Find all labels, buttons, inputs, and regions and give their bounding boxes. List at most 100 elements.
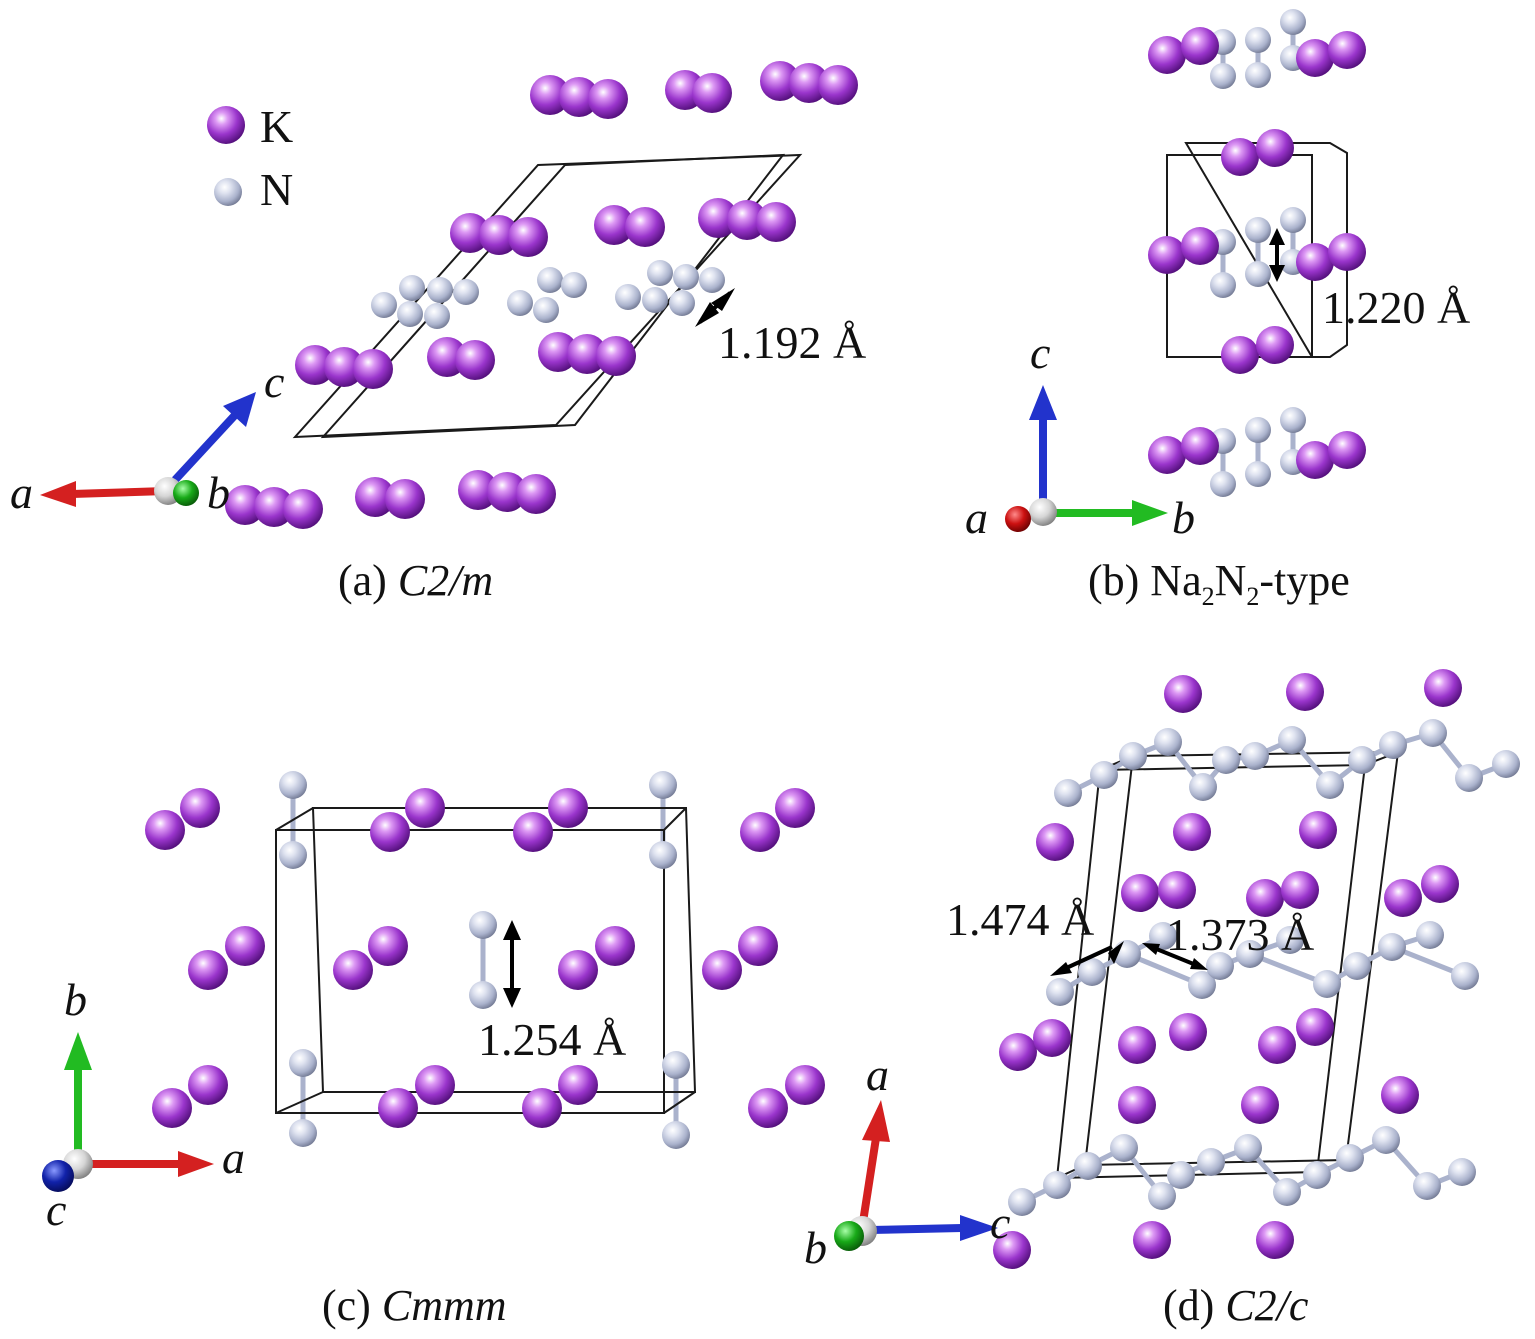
- panel-a-axis-a-head: [40, 481, 76, 507]
- n-atom: [1455, 764, 1483, 792]
- panel-d-arrowhead-2b: [1190, 958, 1208, 970]
- panel-c-unit-cell-edge-4: [663, 1091, 696, 1114]
- k-atom: [458, 470, 498, 510]
- k-atom: [1148, 236, 1186, 274]
- panel-d-caption-prefix: (d): [1163, 1281, 1225, 1330]
- k-atom: [180, 788, 220, 828]
- k-atom: [760, 61, 800, 101]
- k-atom: [727, 200, 767, 240]
- n-atom: [1148, 1182, 1176, 1210]
- k-atom: [530, 75, 570, 115]
- n-atom: [397, 301, 423, 327]
- panel-c-axis-c-label: c: [46, 1184, 66, 1235]
- k-atom: [1384, 879, 1422, 917]
- panel-c-unit-cell-edge-2: [663, 807, 687, 831]
- panel-b-axis-b-label: b: [1172, 492, 1195, 543]
- n-atom: [1343, 952, 1371, 980]
- k-atom: [479, 215, 519, 255]
- k-atom: [993, 1231, 1031, 1269]
- n-atom: [1336, 1144, 1364, 1172]
- n-atom: [1197, 1148, 1225, 1176]
- k-atom: [1328, 31, 1366, 69]
- k-atom: [1328, 431, 1366, 469]
- k-atom: [1158, 871, 1196, 909]
- panel-a-axis-a-arrow: [71, 487, 167, 498]
- k-atom: [283, 489, 323, 529]
- n-atom: [1054, 779, 1082, 807]
- k-atom: [152, 1088, 192, 1128]
- panel-d-arrowhead-2a: [1142, 943, 1160, 955]
- k-atom: [1299, 811, 1337, 849]
- k-atom: [355, 477, 395, 517]
- n-atom: [1110, 1134, 1138, 1162]
- panel-c-caption-prefix: (c): [322, 1281, 382, 1330]
- n-atom: [1210, 63, 1236, 89]
- k-atom: [748, 1088, 788, 1128]
- panel-c: 1.254 Å b a c (c) Cmmm: [42, 771, 825, 1330]
- n-atom: [279, 771, 307, 799]
- k-atom: [225, 926, 265, 966]
- n-atom: [1245, 417, 1271, 443]
- n-atom: [1303, 1161, 1331, 1189]
- n-atom: [469, 911, 497, 939]
- n-atom: [279, 841, 307, 869]
- k-atom: [1121, 874, 1159, 912]
- n-atom: [1210, 471, 1236, 497]
- n-atom: [561, 272, 587, 298]
- legend-k-atom: [207, 106, 245, 144]
- n-atom: [507, 290, 533, 316]
- k-atom: [789, 63, 829, 103]
- n-atom: [1492, 750, 1520, 778]
- panel-c-bond-length-label: 1.254 Å: [478, 1014, 626, 1065]
- n-atom: [647, 260, 673, 286]
- k-atom: [1036, 823, 1074, 861]
- panel-d-bond-length-arrow-2: [1153, 946, 1197, 967]
- n-atom: [1316, 771, 1344, 799]
- n-atom: [1280, 207, 1306, 233]
- n-atom: [1313, 970, 1341, 998]
- n-atom: [615, 284, 641, 310]
- k-atom: [415, 1065, 455, 1105]
- k-atom: [1133, 1221, 1171, 1259]
- k-atom: [508, 217, 548, 257]
- n-atom: [1189, 773, 1217, 801]
- n-atom: [669, 290, 695, 316]
- panel-d-arrowhead-1b: [1108, 941, 1124, 964]
- k-atom: [1286, 673, 1324, 711]
- k-atom: [353, 349, 393, 389]
- panel-d-axis-c-label: c: [990, 1197, 1010, 1248]
- n-atom: [1416, 921, 1444, 949]
- n-atom: [649, 841, 677, 869]
- k-atom: [559, 77, 599, 117]
- k-atom: [756, 202, 796, 242]
- k-atom: [487, 472, 527, 512]
- panel-d-axis-a-label: a: [866, 1049, 889, 1100]
- panel-b-k-atoms: [1148, 27, 1366, 479]
- k-atom: [516, 474, 556, 514]
- n-atom: [1276, 926, 1304, 954]
- n-atom: [1245, 261, 1271, 287]
- n-atom: [1234, 1134, 1262, 1162]
- n-atom: [399, 275, 425, 301]
- n-atom: [537, 267, 563, 293]
- panel-a-unit-cell-front: [292, 153, 803, 439]
- panel-c-axis-a-label: a: [222, 1132, 245, 1183]
- n-atom: [1241, 742, 1269, 770]
- n-atom: [1212, 746, 1240, 774]
- k-atom: [225, 485, 265, 525]
- panel-a-axis-b-ball: [173, 480, 199, 506]
- panel-d-axis-a-head: [862, 1100, 890, 1142]
- panel-d-caption-group: C2/c: [1225, 1281, 1309, 1330]
- k-atom: [385, 479, 425, 519]
- k-atom: [1173, 813, 1211, 851]
- k-atom: [513, 812, 553, 852]
- panel-c-unit-cell-edges: [275, 807, 314, 831]
- panel-a-axis-a-label: a: [10, 467, 33, 518]
- panel-d-k-atoms: [993, 669, 1462, 1269]
- panel-d-bond-length-arrow-1: [1061, 945, 1113, 972]
- k-atom: [1246, 879, 1284, 917]
- panel-d-axis-c-arrow: [869, 1224, 963, 1234]
- k-atom: [588, 79, 628, 119]
- panel-b-axis-a-label: a: [965, 492, 988, 543]
